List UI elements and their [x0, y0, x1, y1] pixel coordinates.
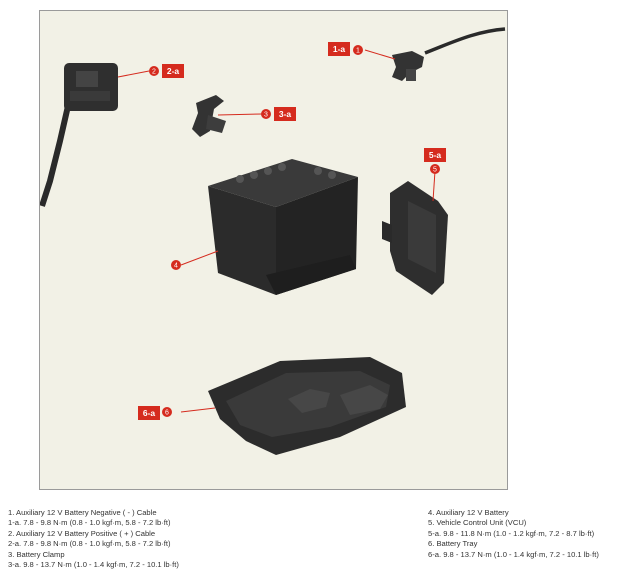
callout-3-tag-text: 3-a [279, 109, 292, 119]
callout-6: 6-a 6 [138, 406, 172, 420]
callout-3-marker [261, 109, 271, 119]
battery-part [208, 159, 358, 295]
callout-3-number: 3 [264, 112, 268, 119]
callout-5-marker [430, 164, 440, 174]
legend-item-1a: 1-a. 7.8 - 9.8 N·m (0.8 - 1.0 kgf·m, 5.8… [8, 518, 171, 528]
callout-2-tag [162, 64, 184, 78]
vcu-part [382, 181, 448, 295]
positive-cable-part [40, 63, 118, 207]
callout-4: 4 [171, 260, 181, 270]
legend-item-3: 3. Battery Clamp [8, 549, 65, 559]
negative-cable-part [392, 27, 506, 81]
battery-clamp-part [192, 95, 226, 137]
callout-1-tag [328, 42, 350, 56]
legend-item-5: 5. Vehicle Control Unit (VCU) [428, 518, 527, 528]
exploded-diagram: 1-a 1 2 2-a 3 3-a 4 5-a 5 6-a 6 [39, 10, 508, 490]
callout-1-number: 1 [356, 48, 360, 55]
legend-item-6: 6. Battery Tray [428, 539, 478, 549]
battery-tray-part [208, 357, 406, 455]
leader-lines [117, 49, 436, 413]
callout-4-marker [171, 260, 181, 270]
callout-2-tag-text: 2-a [167, 66, 180, 76]
legend-item-2a: 2-a. 7.8 - 9.8 N·m (0.8 - 1.0 kgf·m, 5.8… [8, 539, 171, 549]
callout-5-tag-text: 5-a [429, 150, 442, 160]
callout-1-marker [353, 45, 363, 55]
callout-3: 3 3-a [261, 107, 296, 121]
legend-item-6a: 6-a. 9.8 - 13.7 N·m (1.0 - 1.4 kgf·m, 7.… [428, 549, 599, 559]
callout-2-marker [149, 66, 159, 76]
legend-item-1: 1. Auxiliary 12 V Battery Negative ( - )… [8, 508, 157, 517]
callout-5: 5-a 5 [424, 148, 446, 174]
callout-6-tag [138, 406, 160, 420]
callout-3-tag [274, 107, 296, 121]
callout-6-marker [162, 407, 172, 417]
legend-item-4: 4. Auxiliary 12 V Battery [428, 508, 509, 517]
callout-1-tag-text: 1-a [333, 44, 346, 54]
legend-right: 4. Auxiliary 12 V Battery 5. Vehicle Con… [428, 508, 599, 560]
legend-left: 1. Auxiliary 12 V Battery Negative ( - )… [8, 508, 179, 570]
legend-item-5a: 5-a. 9.8 - 11.8 N·m (1.0 - 1.2 kgf·m, 7.… [428, 528, 595, 538]
callout-4-number: 4 [174, 263, 178, 270]
legend-item-2: 2. Auxiliary 12 V Battery Positive ( + )… [8, 528, 156, 538]
callout-6-tag-text: 6-a [143, 408, 156, 418]
legend-item-3a: 3-a. 9.8 - 13.7 N·m (1.0 - 1.4 kgf·m, 7.… [8, 560, 179, 570]
callout-6-number: 6 [165, 410, 169, 417]
callout-5-tag [424, 148, 446, 162]
diagram-svg: 1-a 1 2 2-a 3 3-a 4 5-a 5 6-a 6 [40, 27, 506, 455]
callout-2-number: 2 [152, 69, 156, 76]
callout-5-number: 5 [433, 167, 437, 174]
callout-1: 1-a 1 [328, 42, 363, 56]
callout-2: 2 2-a [149, 64, 184, 78]
